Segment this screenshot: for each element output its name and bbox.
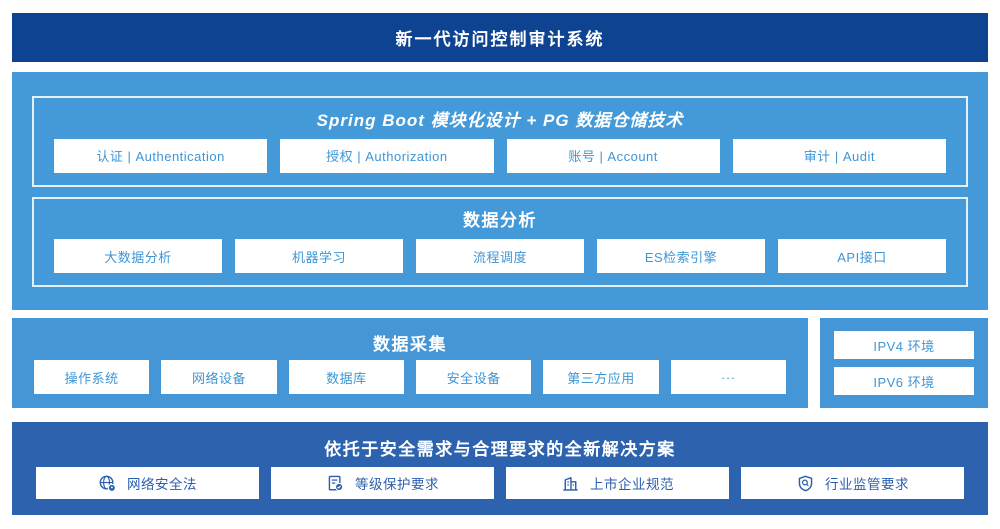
section-data-analysis-title: 数据分析 (463, 211, 537, 231)
solution-box-graded-protection: 等级保护要求 (271, 467, 494, 499)
source-box-thirdparty-app: 第三方应用 (543, 360, 659, 394)
solution-box-row: 网络安全法 等级保护要求 (36, 467, 964, 499)
module-box-audit: 审计 | Audit (732, 138, 946, 173)
solution-box-label: 行业监管要求 (825, 477, 909, 492)
solution-title: 依托于安全需求与合理要求的全新解决方案 (324, 440, 676, 459)
module-box-workflow: 流程调度 (416, 239, 584, 274)
solution-box-cybersecurity-law: 网络安全法 (36, 467, 259, 499)
solution-box-label: 网络安全法 (127, 477, 197, 492)
section-springboot-title: Spring Boot 模块化设计 + PG 数据仓储技术 (316, 110, 684, 130)
analysis-module-row: 大数据分析 机器学习 流程调度 ES检索引擎 API接口 (54, 239, 946, 274)
source-box-ellipsis: ··· (670, 360, 786, 394)
module-box-es-search: ES检索引擎 (597, 239, 765, 274)
source-box-network-device: 网络设备 (161, 360, 277, 394)
source-box-security-device: 安全设备 (415, 360, 532, 394)
section-springboot: Spring Boot 模块化设计 + PG 数据仓储技术 认证 | Authe… (32, 96, 968, 187)
solution-panel: 依托于安全需求与合理要求的全新解决方案 网络安全法 (12, 422, 988, 515)
module-box-api: API接口 (778, 239, 946, 274)
solution-box-listed-company: 上市企业规范 (506, 467, 729, 499)
building-icon (563, 476, 578, 491)
solution-box-label: 上市企业规范 (590, 477, 674, 492)
collection-module-row: 操作系统 网络设备 数据库 安全设备 第三方应用 ··· (34, 360, 786, 394)
source-box-database: 数据库 (288, 360, 404, 394)
globe-location-icon (99, 475, 117, 492)
module-box-machine-learning: 机器学习 (235, 239, 403, 274)
document-check-icon (328, 475, 344, 491)
section-data-collection-title: 数据采集 (373, 335, 447, 354)
solution-box-label: 等级保护要求 (355, 477, 439, 492)
source-box-os: 操作系统 (34, 360, 150, 394)
collection-row: 数据采集 操作系统 网络设备 数据库 安全设备 第三方应用 ··· IPV4 环… (12, 318, 988, 408)
section-data-collection: 数据采集 操作系统 网络设备 数据库 安全设备 第三方应用 ··· (12, 318, 808, 408)
section-data-analysis: 数据分析 大数据分析 机器学习 流程调度 ES检索引擎 API接口 (32, 196, 968, 287)
ipv-panel: IPV4 环境 IPV6 环境 (820, 318, 988, 408)
springboot-module-row: 认证 | Authentication 授权 | Authorization 账… (54, 138, 946, 173)
system-title: 新一代访问控制审计系统 (395, 30, 605, 49)
module-box-authentication: 认证 | Authentication (54, 138, 268, 173)
module-box-account: 账号 | Account (506, 138, 720, 173)
module-box-authorization: 授权 | Authorization (280, 138, 494, 173)
ipv6-box: IPV6 环境 (834, 367, 974, 395)
shield-search-icon (798, 475, 813, 491)
title-banner: 新一代访问控制审计系统 (12, 13, 988, 62)
ipv4-box: IPV4 环境 (834, 331, 974, 359)
module-box-bigdata: 大数据分析 (54, 239, 222, 274)
solution-box-industry-regulation: 行业监管要求 (741, 467, 964, 499)
platform-panel: Spring Boot 模块化设计 + PG 数据仓储技术 认证 | Authe… (12, 72, 988, 310)
